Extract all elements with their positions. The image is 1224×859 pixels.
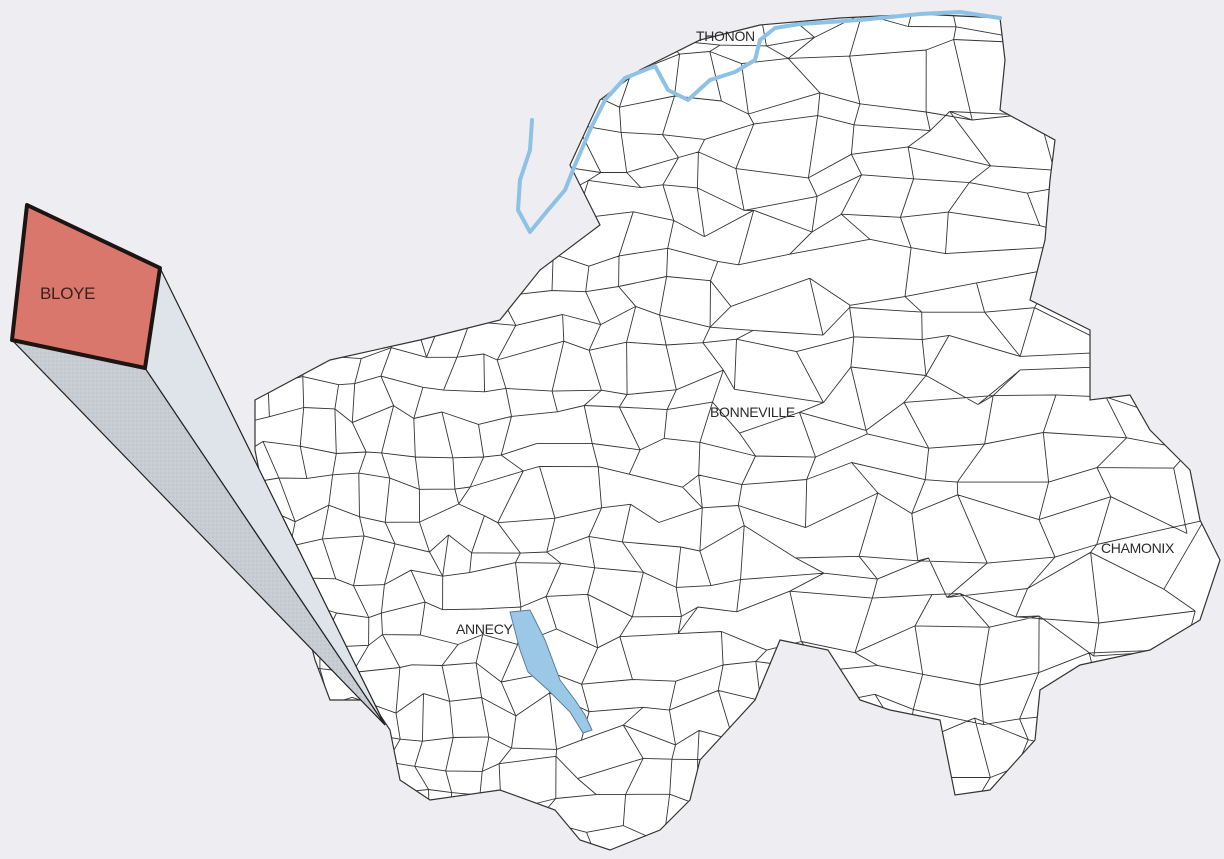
bloye-callout bbox=[10, 203, 386, 726]
bloye-highlight bbox=[10, 203, 162, 370]
bloye-label: BLOYE bbox=[40, 284, 96, 303]
department-outline bbox=[254, 13, 1221, 851]
city-label-bonneville: BONNEVILLE bbox=[710, 404, 795, 420]
city-label-chamonix: CHAMONIX bbox=[1101, 540, 1175, 556]
lake-geneva-shore bbox=[516, 10, 1002, 234]
city-label-thonon: THONON bbox=[696, 28, 755, 44]
city-label-annecy: ANNECY bbox=[456, 621, 513, 637]
lake-annecy bbox=[509, 609, 593, 734]
